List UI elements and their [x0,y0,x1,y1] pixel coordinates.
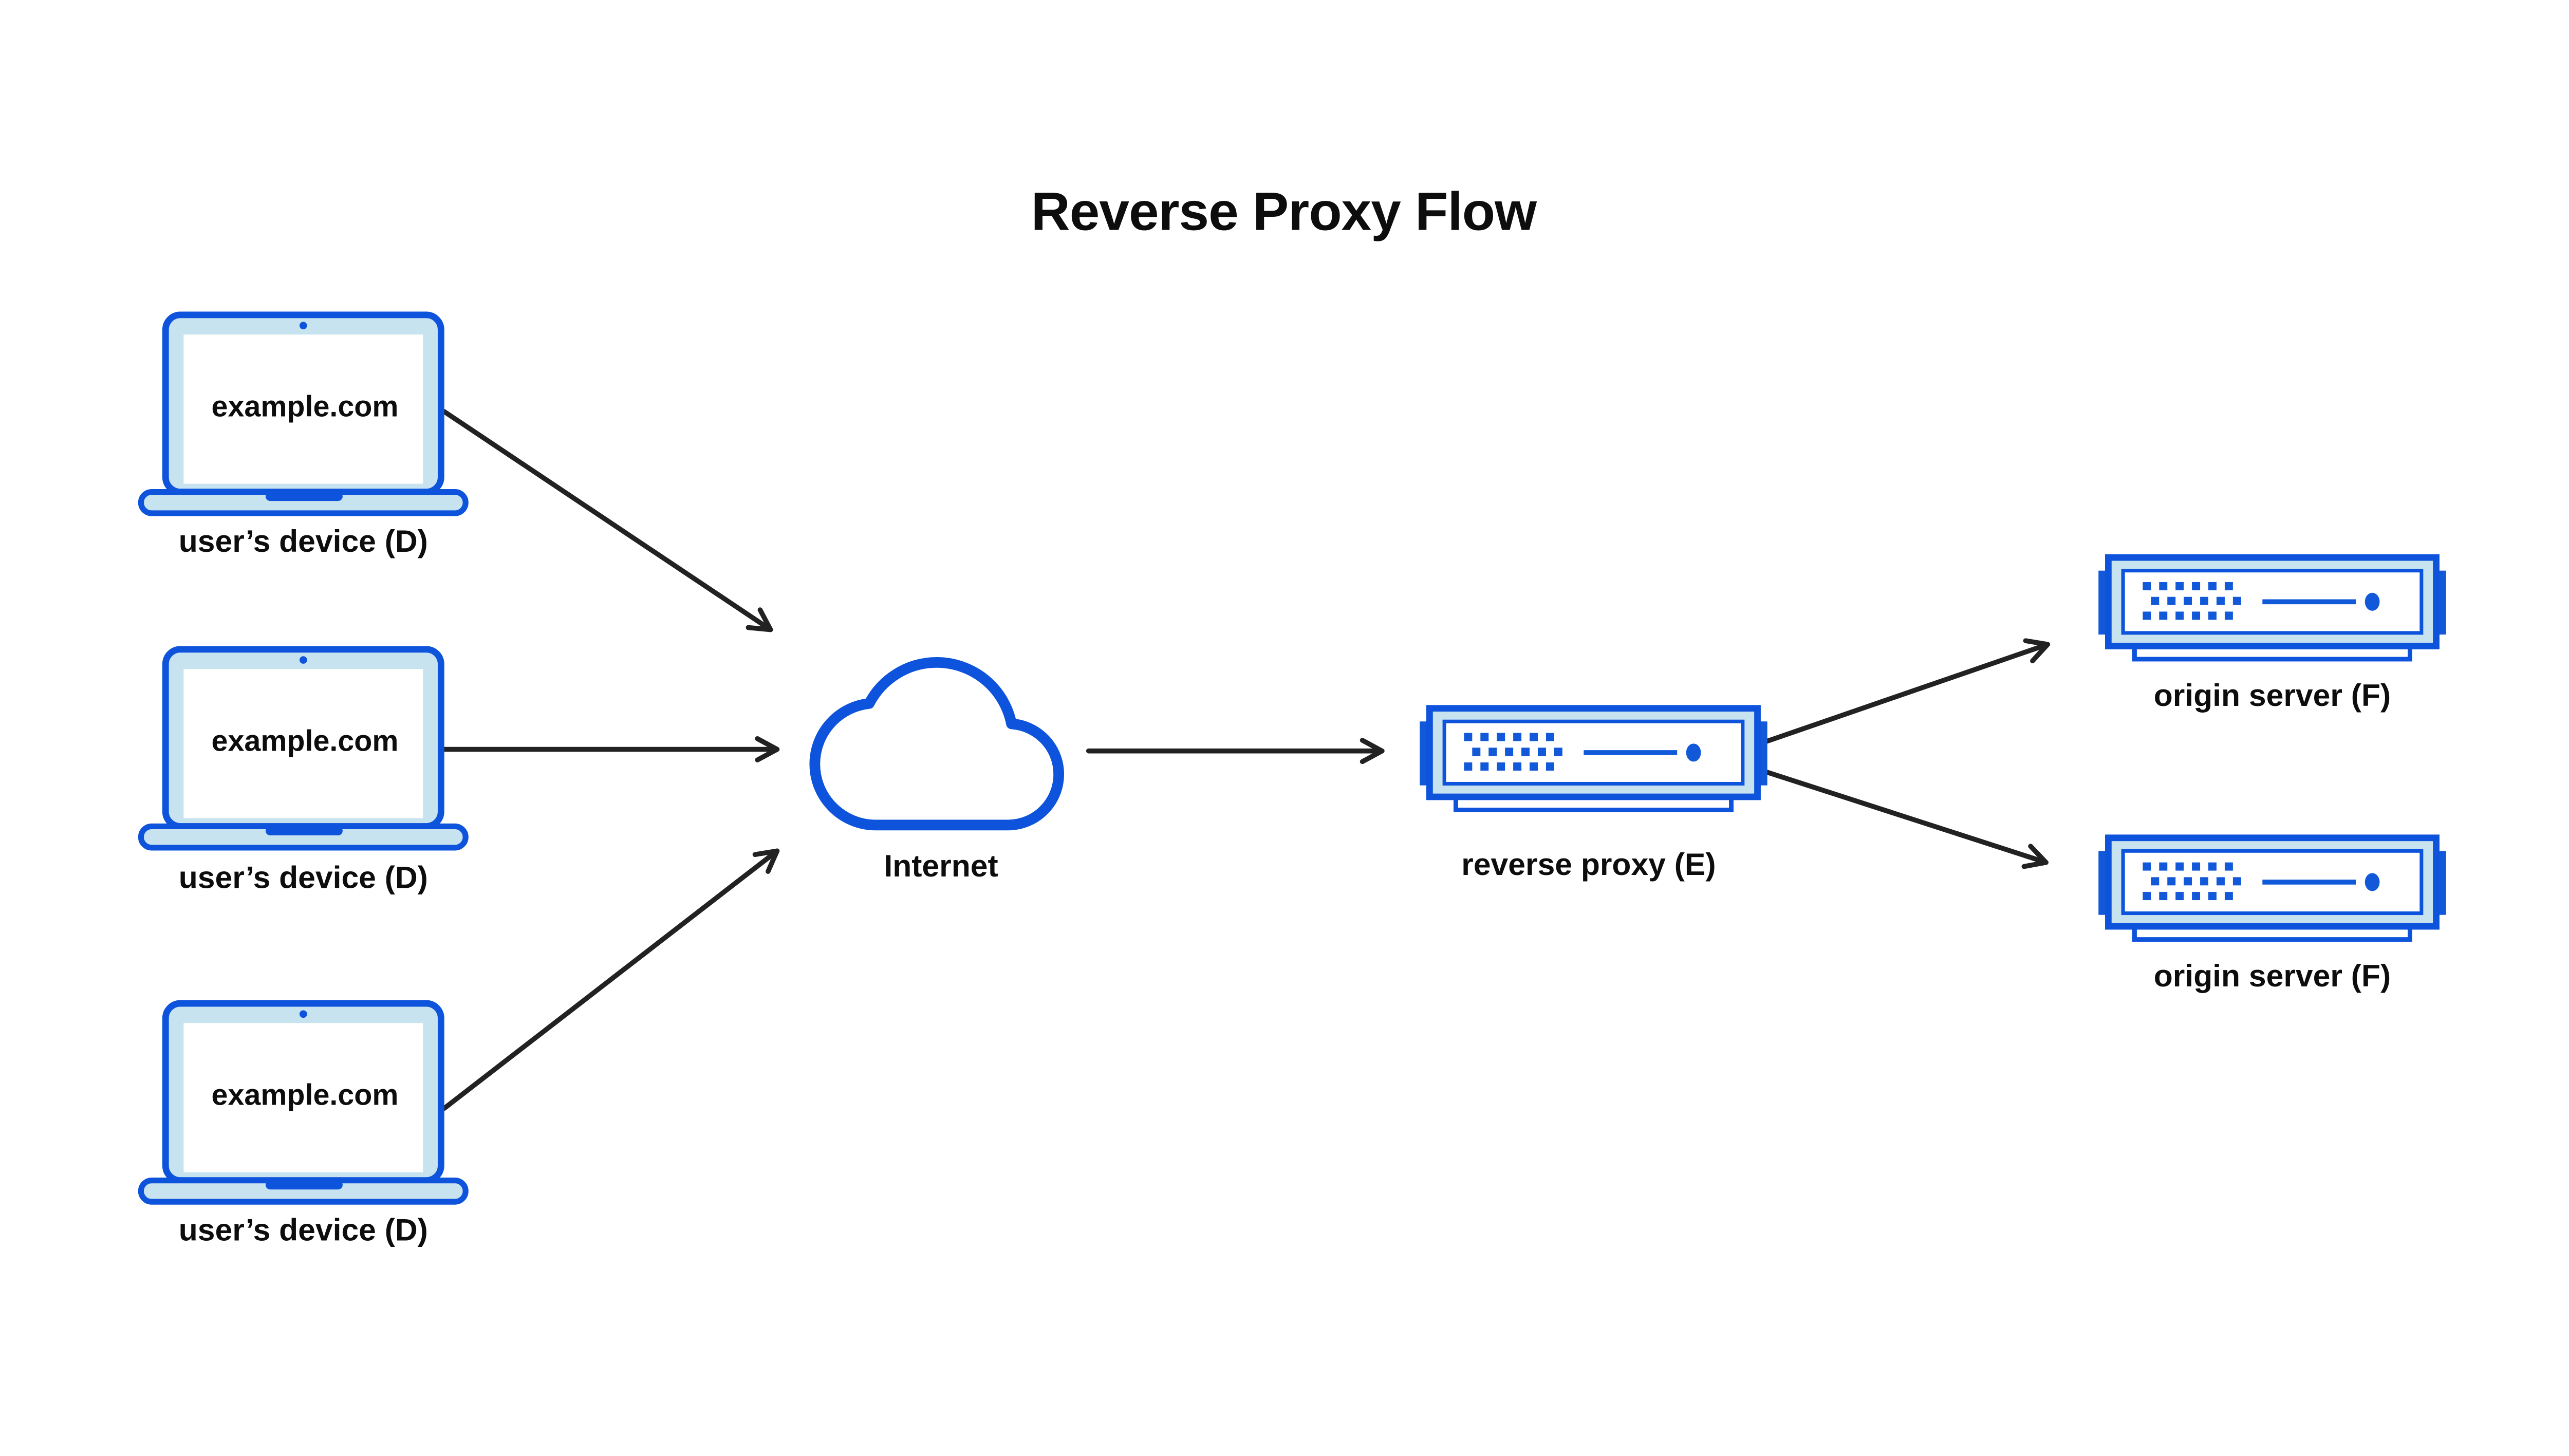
arrow-device1-to-internet [441,409,773,632]
page-title: Reverse Proxy Flow [1031,181,1537,241]
server-icon [1420,708,1767,810]
arrow-proxy-to-origin1 [1764,638,2051,744]
device-2-screen-text: example.com [212,725,399,758]
origin-server-2-label: origin server (F) [2154,958,2391,993]
node-origin-server-2: origin server (F) [2098,838,2446,993]
server-icon [2098,557,2446,659]
node-internet: Internet [809,657,1065,883]
arrow-proxy-to-origin2 [1764,770,2049,869]
device-1-screen-text: example.com [212,390,399,423]
internet-label: Internet [884,848,998,883]
cloud-icon [809,657,1065,831]
device-2-label: user’s device (D) [179,860,428,894]
reverse-proxy-label: reverse proxy (E) [1461,847,1716,882]
node-user-device-2: example.com user’s device (D) [141,649,466,894]
node-origin-server-1: origin server (F) [2098,557,2446,713]
device-3-label: user’s device (D) [179,1212,428,1247]
origin-server-1-label: origin server (F) [2154,678,2391,713]
device-3-screen-text: example.com [212,1079,399,1112]
node-user-device-1: example.com user’s device (D) [141,315,466,558]
node-user-device-3: example.com user’s device (D) [141,1003,466,1247]
device-1-label: user’s device (D) [179,524,428,558]
arrow-device3-to-internet [441,848,780,1111]
node-reverse-proxy: reverse proxy (E) [1420,708,1767,882]
flow-arrows [441,409,2051,1111]
server-icon [2098,838,2446,940]
